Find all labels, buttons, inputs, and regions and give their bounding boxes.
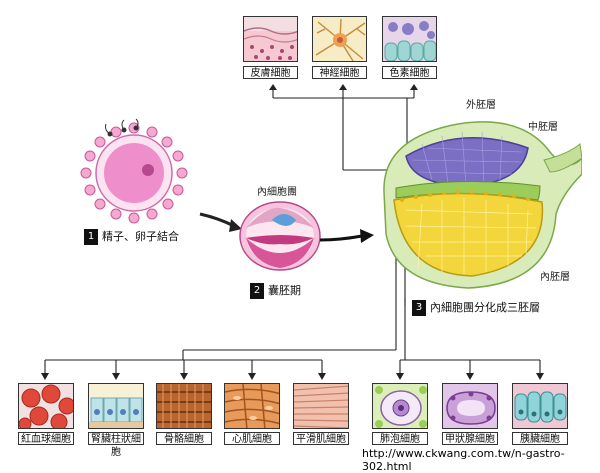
arrow-blastocyst-to-embryo	[319, 229, 374, 243]
kidney-columnar-cell-icon	[88, 383, 144, 429]
fertilized-egg-illustration	[80, 118, 188, 224]
smooth-muscle-cell-label: 平滑肌細胞	[293, 432, 349, 445]
step-1-text: 精子、卵子結合	[102, 230, 179, 243]
step-2-text: 囊胚期	[268, 284, 301, 297]
step-3-number: 3	[412, 300, 426, 316]
inner-cell-mass-label: 內細胞團	[257, 187, 297, 198]
step-3-label: 3 內細胞團分化成三胚層	[412, 300, 540, 316]
pigment-cell-icon	[382, 16, 437, 62]
skin-cell-label: 皮膚細胞	[243, 66, 298, 79]
nerve-cell-label: 神經細胞	[312, 66, 367, 79]
pancreatic-cell-icon	[512, 383, 568, 429]
mesoderm-label: 中胚層	[528, 122, 558, 133]
alveolar-cell-icon	[372, 383, 428, 429]
skeletal-muscle-cell-label: 骨骼細胞	[156, 432, 212, 445]
pancreatic-cell-label: 胰臟細胞	[512, 432, 568, 445]
ectoderm-label: 外胚層	[466, 100, 496, 111]
nerve-cell-icon	[312, 16, 367, 62]
thyroid-cell-label: 甲狀腺細胞	[442, 432, 498, 445]
step-1-number: 1	[84, 229, 98, 245]
alveolar-cell-label: 肺泡細胞	[372, 432, 428, 445]
step-1-label: 1 精子、卵子結合	[84, 229, 179, 245]
skeletal-muscle-cell-icon	[156, 383, 212, 429]
skin-cell-icon	[243, 16, 298, 62]
thyroid-cell-icon	[442, 383, 498, 429]
step-2-number: 2	[250, 283, 264, 299]
smooth-muscle-cell-icon	[293, 383, 349, 429]
step-3-text: 內細胞團分化成三胚層	[430, 301, 540, 314]
cardiac-muscle-cell-label: 心肌細胞	[224, 432, 280, 445]
source-watermark: http://www.ckwang.com.tw/n-gastro-302.ht…	[362, 447, 565, 473]
pigment-cell-label: 色素細胞	[382, 66, 437, 79]
red-blood-cell-icon	[18, 383, 74, 429]
kidney-columnar-cell-label: 腎臟柱狀細胞	[88, 432, 144, 458]
arrow-egg-to-blastocyst	[199, 212, 242, 232]
red-blood-cell-label: 紅血球細胞	[18, 432, 74, 445]
germ-layers-embryo-illustration	[383, 121, 582, 289]
step-2-label: 2 囊胚期	[250, 283, 301, 299]
cardiac-muscle-cell-icon	[224, 383, 280, 429]
endoderm-label: 內胚層	[540, 272, 570, 283]
blastocyst-illustration	[239, 201, 321, 271]
